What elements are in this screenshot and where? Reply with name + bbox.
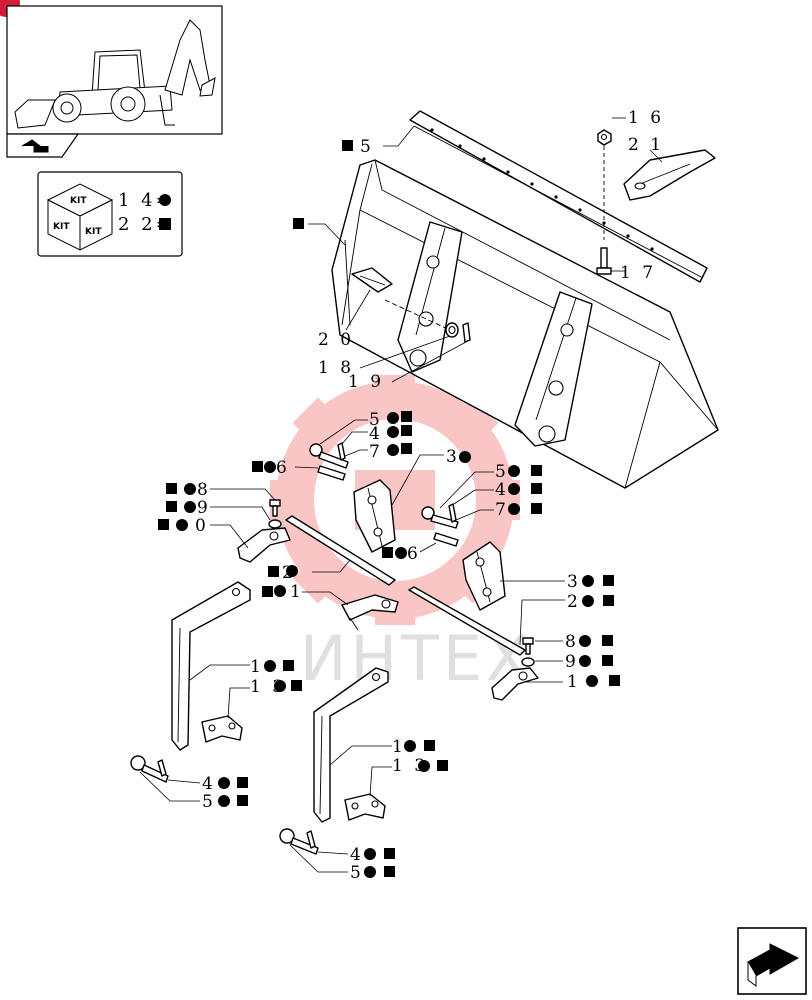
- ring-pin-left[interactable]: [309, 443, 349, 469]
- label-d9: 9: [565, 652, 579, 672]
- label-e1: 1: [250, 657, 264, 677]
- kit-square-marker: [342, 140, 353, 151]
- loader-bucket[interactable]: [331, 159, 719, 489]
- dot-symbol: [159, 194, 171, 206]
- label-a4: 4: [369, 424, 383, 444]
- pin-20[interactable]: [351, 267, 393, 293]
- label-16: 1 6: [628, 108, 664, 128]
- label-c9: 9: [197, 498, 211, 518]
- label-19: 1 9: [348, 372, 384, 392]
- lift-arm-right[interactable]: [313, 667, 389, 823]
- square-symbol: [159, 218, 171, 230]
- cutting-edge-plate[interactable]: [409, 110, 708, 283]
- pin-6-left[interactable]: [317, 465, 346, 481]
- pin-6-middle[interactable]: [433, 532, 459, 547]
- nut-16[interactable]: [597, 129, 612, 146]
- label-5: 5: [360, 137, 374, 157]
- lift-arm-left[interactable]: [171, 581, 251, 751]
- washer-18[interactable]: [445, 322, 459, 338]
- lift-bracket-lower[interactable]: [462, 541, 506, 611]
- label-b6: 6: [407, 544, 421, 564]
- lynch-pin-lower-left[interactable]: [157, 759, 167, 777]
- rod-2[interactable]: [408, 586, 526, 656]
- label-f5: 5: [350, 863, 364, 883]
- next-page-icon: [747, 943, 800, 977]
- cotter-pin-19[interactable]: [462, 322, 471, 343]
- label-e4: 4: [202, 774, 216, 794]
- label-d10: 1: [567, 672, 581, 692]
- kit-square-marker: [293, 218, 304, 229]
- washer-9-right[interactable]: [521, 657, 535, 667]
- label-d3: 3: [567, 572, 581, 592]
- nav-tab[interactable]: [6, 133, 80, 158]
- bucket-tooth-21[interactable]: [623, 149, 716, 201]
- label-a3: 3: [446, 447, 460, 467]
- label-f13: 1 3: [392, 756, 428, 776]
- washer-9-left[interactable]: [268, 519, 282, 529]
- arrow-nav-icon: [21, 139, 49, 153]
- clevis-11[interactable]: [341, 594, 399, 631]
- label-b7: 7: [495, 500, 509, 520]
- label-f1: 1: [392, 737, 406, 757]
- label-a7: 7: [369, 442, 383, 462]
- lift-bracket-upper[interactable]: [353, 479, 396, 553]
- label-c8: 8: [197, 480, 211, 500]
- rod-22[interactable]: [285, 515, 396, 586]
- kit-face-right: KIT: [85, 227, 102, 237]
- kit-face-left: KIT: [53, 222, 70, 232]
- label-21: 2 1: [628, 135, 664, 155]
- label-f4: 4: [350, 845, 364, 865]
- label-c11: 1: [290, 582, 304, 602]
- machine-thumbnail: [6, 5, 223, 135]
- label-18: 1 8: [318, 358, 354, 378]
- bolt-17[interactable]: [596, 247, 612, 275]
- next-page-button[interactable]: [737, 927, 807, 995]
- kit-legend: KIT KIT KIT 1 4= 2 2=: [37, 171, 183, 257]
- label-a5: 5: [369, 410, 383, 430]
- label-b4: 4: [495, 480, 509, 500]
- label-d2: 2: [567, 592, 581, 612]
- label-a6: 6: [276, 458, 290, 478]
- clevis-10-left[interactable]: [237, 527, 291, 563]
- label-20: 2 0: [318, 330, 354, 350]
- backhoe-loader-icon: [14, 19, 216, 129]
- label-e13: 1 3: [250, 677, 286, 697]
- label-b5: 5: [495, 462, 509, 482]
- ring-pin-lower-right[interactable]: [279, 828, 319, 855]
- label-d8: 8: [565, 632, 579, 652]
- lynch-pin-lower-right[interactable]: [306, 830, 316, 849]
- kit-row-1: 1 4=: [118, 190, 174, 211]
- kit-row-2: 2 2=: [118, 214, 174, 235]
- label-17: 1 7: [620, 263, 656, 283]
- mount-bracket-13-left[interactable]: [201, 715, 243, 743]
- kit-face-top: KIT: [70, 196, 87, 206]
- bolt-8-left[interactable]: [269, 499, 281, 517]
- lynch-pin-left[interactable]: [337, 442, 346, 461]
- clevis-10-right[interactable]: [491, 667, 539, 701]
- label-c10: 0: [195, 516, 209, 536]
- bolt-8-right[interactable]: [522, 637, 534, 655]
- ring-pin-middle[interactable]: [421, 506, 459, 529]
- ring-pin-lower-left[interactable]: [130, 755, 169, 783]
- label-e5: 5: [202, 792, 216, 812]
- kit-cube-icon: KIT KIT KIT: [46, 183, 114, 251]
- mount-bracket-13-right[interactable]: [344, 793, 386, 821]
